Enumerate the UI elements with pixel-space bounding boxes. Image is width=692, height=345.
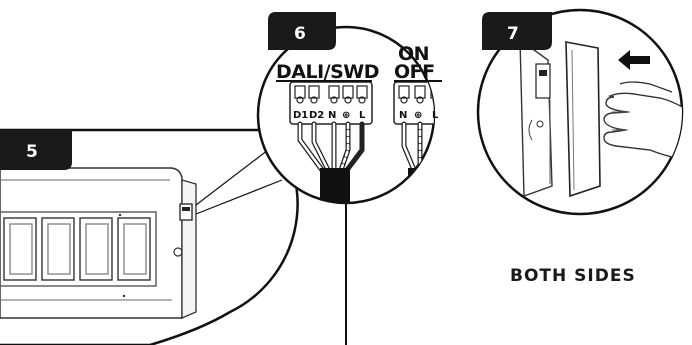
step-7-panel: 7 — [476, 8, 684, 216]
pin-label-n-right: N — [399, 110, 407, 121]
step-7-badge — [482, 12, 552, 50]
pin-label-n: N — [328, 110, 336, 121]
dali-cable-sheath — [320, 168, 350, 203]
step-5-panel: 5 — [0, 128, 299, 345]
terminal-block-small — [179, 203, 193, 221]
louvre-cells — [0, 211, 157, 287]
pin-label-d2: D2 — [309, 110, 324, 121]
step-6-number: 6 — [294, 24, 306, 44]
pin-label-d1: D1 — [293, 110, 308, 121]
step-5-badge — [0, 130, 72, 170]
luminaire-body — [0, 167, 183, 319]
step-5-number: 5 — [26, 142, 38, 162]
zoom-line-upper — [195, 149, 269, 206]
pin-label-l: L — [359, 110, 366, 121]
dali-wires — [297, 121, 365, 173]
end-plate — [181, 179, 197, 319]
pin-label-l-right: L — [432, 110, 439, 121]
hand-icon — [603, 92, 682, 161]
off-title: OFF — [394, 61, 435, 83]
push-arrow-icon — [618, 50, 650, 70]
zoom-line-lower — [195, 179, 283, 215]
step-6-badge — [268, 12, 336, 50]
on-title: ON — [398, 43, 429, 65]
step-7-number: 7 — [507, 24, 519, 44]
both-sides-note: BOTH SIDES — [510, 266, 636, 286]
ground-symbol-icon: ⊕ — [342, 110, 350, 121]
fixing-screw — [173, 247, 183, 257]
end-cap — [565, 41, 601, 198]
step-6-panel: DALI/SWD ON OFF D1 D2 N ⊕ L N ⊕ L 6 — [256, 12, 442, 205]
dali-swd-title: DALI/SWD — [276, 61, 379, 83]
ground-symbol-icon: ⊕ — [414, 110, 422, 121]
